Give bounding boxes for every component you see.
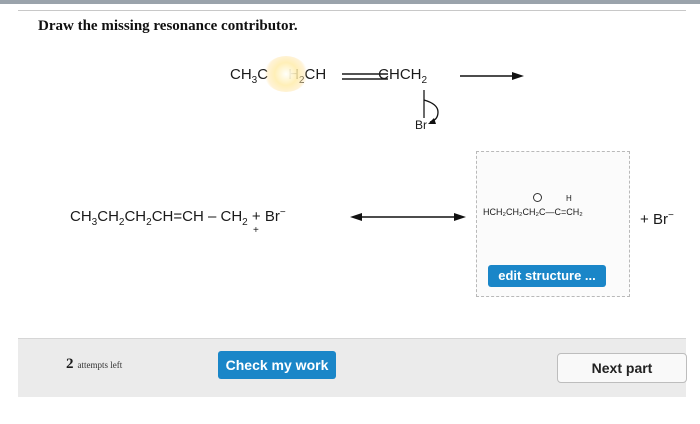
next-part-button[interactable]: Next part — [557, 353, 687, 383]
attempts-counter: 2 attempts left — [66, 356, 123, 372]
reaction-arrow-head — [512, 72, 524, 80]
check-my-work-button[interactable]: Check my work — [218, 351, 336, 379]
radical-icon — [533, 193, 542, 202]
cation-charge: + — [253, 225, 259, 236]
edit-structure-button[interactable]: edit structure ... — [488, 265, 606, 287]
answer-bromide: + Br− — [640, 210, 674, 228]
question-prompt: Draw the missing resonance contributor. — [38, 18, 298, 34]
top-rule — [0, 0, 700, 4]
hydrogen-label: H — [566, 194, 572, 203]
screen-glare — [264, 56, 308, 92]
resonance-arrow-left-head — [350, 213, 362, 221]
curved-arrow-head — [428, 118, 436, 124]
bromine-label: Br — [415, 118, 427, 132]
answer-structure: HCH₂CH₂CH₂C—C=CH₂ — [483, 207, 583, 217]
panel-border — [18, 10, 686, 11]
resonance-arrow-right-head — [454, 213, 466, 221]
given-contributor: CH3CH2CH2CH=CH – CH2 + Br− — [70, 207, 286, 228]
